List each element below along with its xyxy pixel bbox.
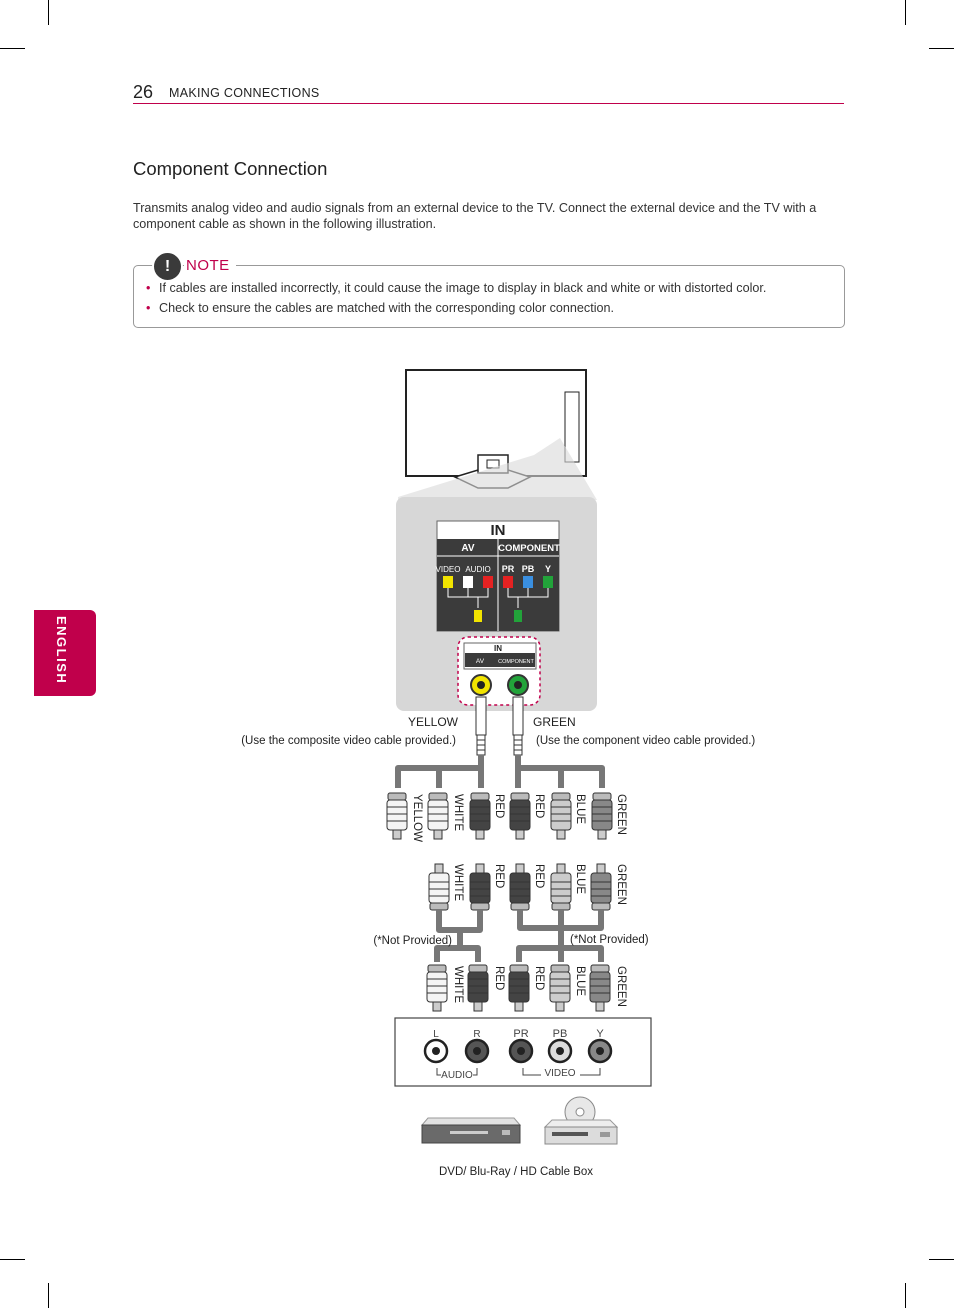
crop-mark [905,1283,906,1308]
pb-jack-label: PB [522,564,535,574]
note-list: If cables are installed incorrectly, it … [145,280,766,320]
yellow-cable-plug [475,696,487,756]
tv-in-port-closeup: IN AV COMPONENT [457,636,541,706]
device-caption: DVD/ Blu-Ray / HD Cable Box [439,1166,593,1178]
device-pr-label: PR [513,1028,528,1040]
device-y-label: Y [596,1028,604,1040]
red-plug-label: RED [533,864,545,888]
blue-plug-label: BLUE [574,864,586,894]
device-output-panel: L R PR PB Y AUDIO VIDEO [394,1017,652,1087]
middle-plug-labels: WHITE RED RED BLUE GREEN [452,864,627,905]
note-box [133,265,845,328]
tv-illustration [398,369,597,500]
device-l-label: L [433,1029,439,1040]
small-in-label: IN [494,644,502,653]
red-plug-label: RED [493,864,505,888]
small-av-label: AV [476,658,485,665]
crop-mark [929,48,954,49]
component-label: COMPONENT [498,543,560,554]
white-plug-label: WHITE [452,864,464,901]
note-item: If cables are installed incorrectly, it … [145,280,766,296]
crop-mark [48,1283,49,1308]
crop-mark [0,48,25,49]
y-jack-label: Y [545,564,551,574]
blue-plug-label: BLUE [574,794,586,824]
page-number: 26 [133,82,154,102]
green-plug-label: GREEN [615,864,627,905]
pr-jack-label: PR [502,564,515,574]
white-plug-label: WHITE [452,794,464,831]
bottom-plug-labels: WHITE RED RED BLUE GREEN [452,966,627,1007]
header-rule [133,103,844,104]
av-component-jack-panel: IN AV COMPONENT VIDEO AUDIO PR PB Y [436,520,560,632]
component-cable-note: (Use the component video cable provided.… [536,735,755,747]
intro-paragraph: Transmits analog video and audio signals… [133,201,817,231]
upper-plug-labels: YELLOW WHITE RED RED BLUE GREEN [411,794,627,842]
green-label: GREEN [533,715,576,729]
dvd-player-icon [420,1117,522,1144]
green-plug-label: GREEN [615,794,627,835]
red-plug-label: RED [493,966,505,990]
language-tab-label: ENGLISH [54,616,69,685]
yellow-plug-label: YELLOW [411,794,423,842]
device-pb-label: PB [553,1028,568,1040]
green-cable-plug [512,696,524,756]
lower-cable-branches [434,910,604,962]
small-component-label: COMPONENT [498,659,534,665]
red-plug-label: RED [493,794,505,818]
section-title: MAKING CONNECTIONS [169,86,320,100]
in-label: IN [491,522,506,539]
page-title: Component Connection [133,158,328,179]
upper-cable-branches [395,755,605,788]
composite-cable-note: (Use the composite video cable provided.… [241,735,456,747]
yellow-label: YELLOW [408,715,459,729]
device-r-label: R [473,1029,480,1040]
crop-mark [0,1259,25,1260]
video-jack-label: VIDEO [436,565,461,574]
white-plug-label: WHITE [452,966,464,1003]
not-provided-right: (*Not Provided) [570,934,649,946]
crop-mark [905,0,906,25]
note-label: NOTE [184,257,236,274]
crop-mark [48,0,49,25]
red-plug-label: RED [533,794,545,818]
av-label: AV [461,543,474,554]
note-item: Check to ensure the cables are matched w… [145,300,766,316]
green-plug-label: GREEN [615,966,627,1007]
crop-mark [929,1259,954,1260]
bluray-player-icon [543,1096,619,1145]
language-tab: ENGLISH [34,610,96,696]
red-plug-label: RED [533,966,545,990]
blue-plug-label: BLUE [574,966,586,996]
device-video-label: VIDEO [544,1068,575,1079]
audio-jack-label: AUDIO [465,565,490,574]
not-provided-left: (*Not Provided) [373,935,452,947]
device-audio-label: AUDIO [441,1070,473,1081]
